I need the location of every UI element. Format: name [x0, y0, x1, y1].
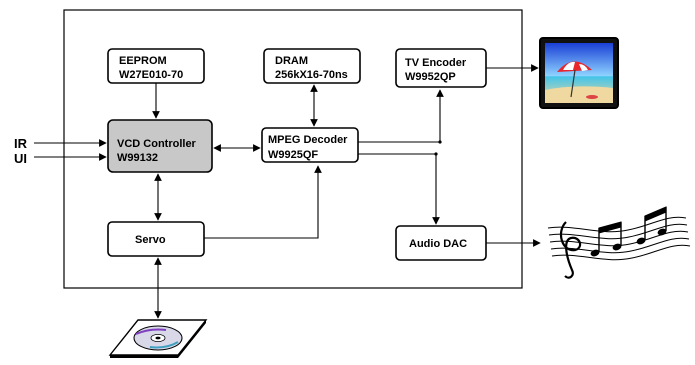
- eeprom-label: EEPROM: [119, 55, 167, 67]
- ir-label: IR: [14, 136, 28, 151]
- servo-to-mpeg-arrow: [204, 165, 322, 239]
- dram-label: DRAM: [275, 55, 308, 67]
- dram-part: 256kX16-70ns: [275, 69, 348, 81]
- tv-encoder-part: W9952QP: [405, 71, 456, 83]
- tv-encoder-label: TV Encoder: [405, 57, 467, 69]
- mpeg-decoder-label: MPEG Decoder: [268, 134, 348, 146]
- eeprom-part: W27E010-70: [119, 69, 183, 81]
- tv-encoder-block: TV Encoder W9952QP: [395, 48, 487, 88]
- ui-label: UI: [14, 151, 27, 166]
- music-notes-icon: [547, 206, 691, 279]
- mpeg-decoder-block: MPEG Decoder W9925QF: [261, 127, 359, 163]
- servo-block: Servo: [107, 221, 205, 257]
- compact-disc-icon: [108, 319, 208, 358]
- tv-beach-umbrella-icon: [539, 37, 619, 109]
- mpeg-to-tv-encoder-arrow: [358, 89, 444, 143]
- mpeg-to-audio-dac-arrow: [358, 153, 440, 225]
- junction-dot: [434, 152, 438, 156]
- dram-block: DRAM 256kX16-70ns: [263, 48, 361, 84]
- vcd-controller-label: VCD Controller: [117, 138, 197, 150]
- audio-dac-block: Audio DAC: [395, 225, 487, 261]
- system-boundary: [63, 9, 523, 289]
- servo-label: Servo: [135, 234, 166, 246]
- junction-dot: [438, 140, 442, 144]
- mpeg-decoder-part: W9925QF: [268, 149, 318, 161]
- audio-dac-label: Audio DAC: [409, 238, 467, 250]
- eeprom-block: EEPROM W27E010-70: [107, 48, 205, 84]
- vcd-controller-block: VCD Controller W99132: [107, 119, 213, 173]
- vcd-controller-part: W99132: [117, 152, 158, 164]
